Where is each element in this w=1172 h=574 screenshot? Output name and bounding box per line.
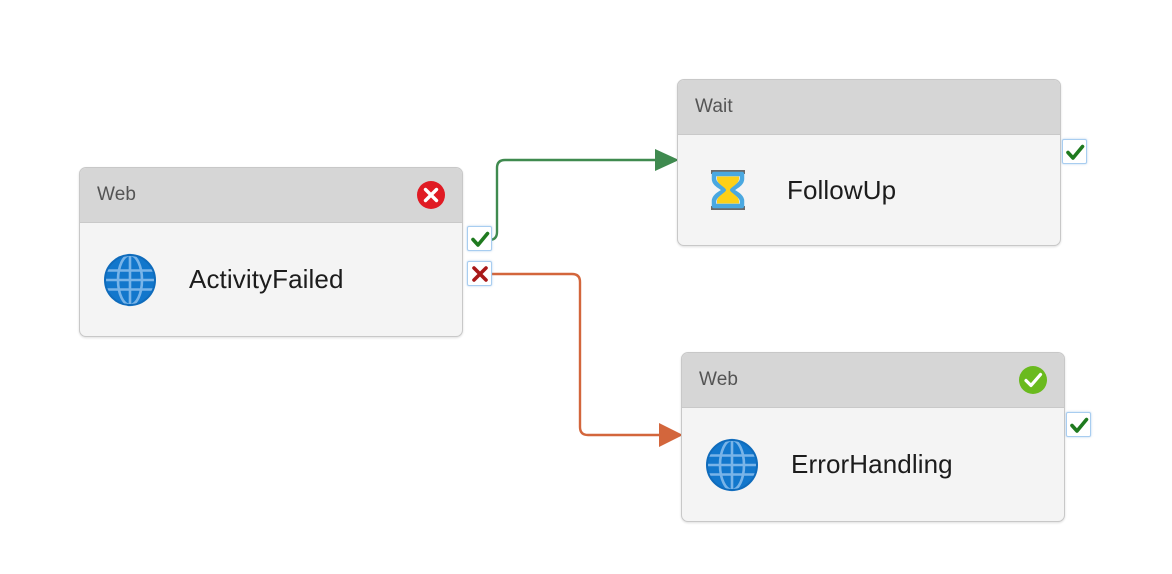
- globe-icon: [704, 437, 760, 493]
- node-header: Wait: [678, 80, 1060, 135]
- connector-failure-line: [479, 272, 661, 437]
- node-type-label: Web: [97, 184, 137, 205]
- connector-failure-arrowhead: [659, 423, 683, 447]
- success-circle-icon: [1018, 365, 1048, 395]
- connector-success-path[interactable]: [479, 149, 679, 242]
- output-port-success[interactable]: [1062, 139, 1087, 164]
- output-port-success[interactable]: [1066, 412, 1091, 437]
- node-follow-up[interactable]: Wait FollowUp: [677, 79, 1061, 246]
- node-body: FollowUp: [678, 135, 1060, 245]
- node-name-label: ErrorHandling: [791, 449, 953, 479]
- output-port-success[interactable]: [467, 226, 492, 251]
- node-header: Web: [80, 168, 462, 223]
- node-header: Web: [682, 353, 1064, 408]
- connector-failure-path[interactable]: [479, 272, 683, 447]
- node-error-handling[interactable]: Web: [681, 352, 1065, 522]
- output-port-failure[interactable]: [467, 261, 492, 286]
- node-type-label: Web: [699, 369, 739, 390]
- node-activity-failed[interactable]: Web: [79, 167, 463, 337]
- node-body: ActivityFailed: [80, 223, 462, 336]
- error-circle-icon: [416, 180, 446, 210]
- globe-icon: [102, 252, 158, 308]
- connector-success-arrowhead: [655, 149, 679, 171]
- node-name-label: ActivityFailed: [189, 264, 344, 294]
- node-name-label: FollowUp: [787, 174, 897, 205]
- node-type-label: Wait: [695, 96, 733, 117]
- connector-success-line: [479, 158, 657, 242]
- node-body: ErrorHandling: [682, 408, 1064, 521]
- hourglass-icon: [700, 162, 756, 218]
